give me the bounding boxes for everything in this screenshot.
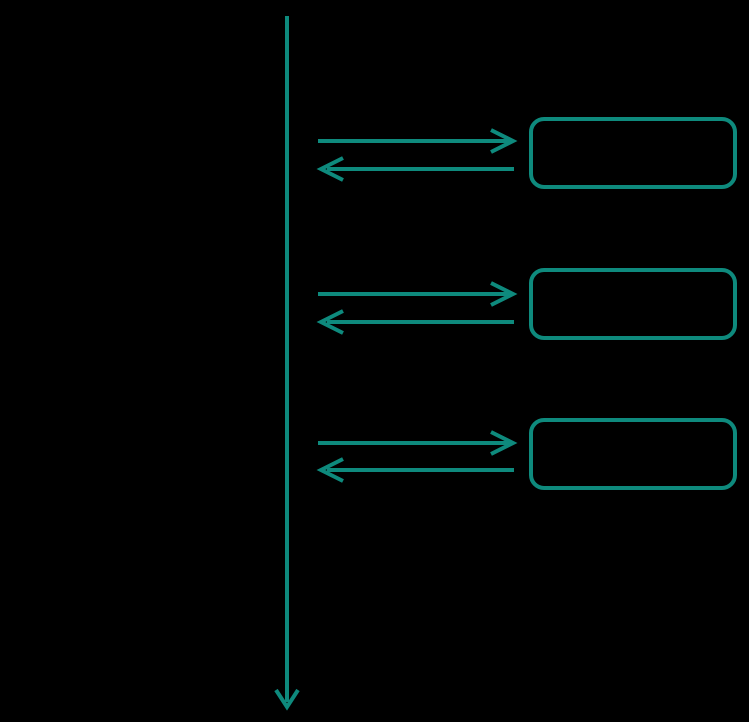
node-box-1	[529, 117, 737, 189]
request-arrowhead-icon-1	[490, 128, 518, 154]
response-arrowhead-icon-2	[316, 309, 344, 335]
node-box-2	[529, 268, 737, 340]
response-arrowhead-icon-3	[316, 457, 344, 483]
request-arrowhead-icon-2	[490, 281, 518, 307]
lifeline-arrowhead-icon	[274, 688, 300, 711]
node-box-3	[529, 418, 737, 490]
response-arrowhead-icon-1	[316, 156, 344, 182]
request-arrowhead-icon-3	[490, 430, 518, 456]
